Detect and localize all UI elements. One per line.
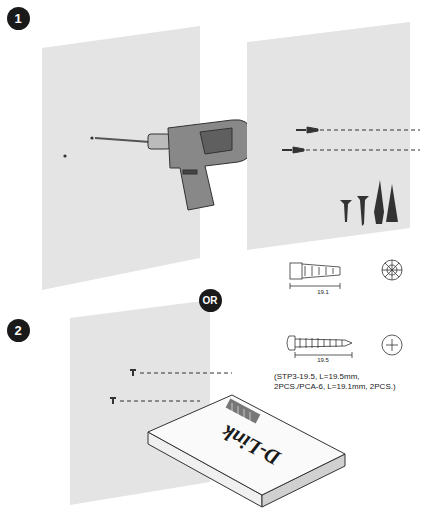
wall-step-one-b bbox=[247, 22, 420, 250]
dimension-label: 19.1 bbox=[308, 289, 338, 297]
screw-dimension-drawing bbox=[287, 335, 402, 358]
anchor-dimension-drawing bbox=[290, 260, 402, 289]
step-badge: OR bbox=[199, 289, 222, 312]
switch-device bbox=[148, 395, 345, 507]
screws-and-anchors bbox=[340, 180, 398, 226]
parts-note: (STP3-19.5, L=19.5mm, 2PCS./PCA-6, L=19.… bbox=[274, 372, 404, 392]
drill bbox=[95, 120, 250, 210]
step-badge: 2 bbox=[7, 319, 30, 342]
step-badge: 1 bbox=[7, 7, 30, 30]
dimension-label: 19.5 bbox=[308, 357, 338, 365]
step-number: OR bbox=[203, 295, 218, 306]
step-number: 1 bbox=[14, 11, 21, 26]
step-number: 2 bbox=[14, 323, 21, 338]
